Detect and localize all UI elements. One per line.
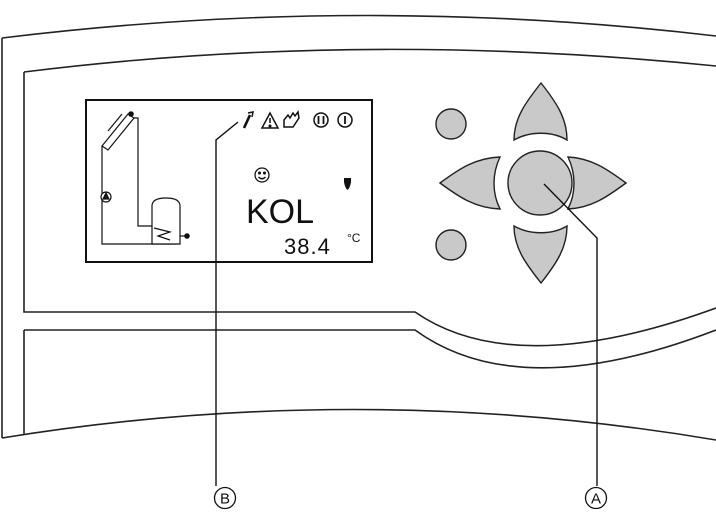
round-button-lower[interactable] — [435, 229, 467, 261]
housing-outer-edge — [1, 14, 716, 39]
storage-tank-icon — [151, 197, 181, 245]
hand-icon — [283, 110, 300, 128]
status-icon-row — [242, 110, 353, 129]
pause-icon — [313, 112, 329, 128]
solar-system-schematic — [100, 111, 190, 245]
power-icon — [337, 112, 353, 128]
up-key[interactable] — [513, 81, 568, 142]
leader-line-a — [543, 183, 598, 486]
temperature-unit: °C — [347, 231, 361, 245]
callout-b: B — [213, 486, 237, 510]
round-button-upper[interactable] — [435, 108, 467, 140]
callout-b-label: B — [220, 491, 230, 508]
callout-a-label: A — [591, 491, 601, 508]
wrench-icon — [242, 111, 254, 129]
down-key[interactable] — [513, 224, 568, 285]
shield-icon — [344, 178, 351, 190]
collector-sensor-dot — [128, 111, 134, 117]
warning-icon — [260, 111, 280, 129]
housing — [1, 14, 716, 441]
mode-label: KOL — [246, 193, 314, 231]
smiley-icon — [254, 167, 270, 183]
left-key[interactable] — [438, 156, 502, 210]
housing-bottom-curve — [1, 408, 716, 441]
lcd-frame — [85, 99, 373, 263]
leader-line-b — [215, 121, 239, 486]
lower-panel — [23, 329, 716, 434]
tank-sensor-dot — [184, 233, 190, 239]
lcd-display: KOL 38.4 °C — [85, 99, 373, 263]
callout-a: A — [584, 486, 608, 510]
leader-lines — [215, 121, 598, 486]
ok-key[interactable] — [507, 150, 573, 216]
upper-panel — [23, 48, 716, 347]
navigation-pad — [438, 81, 628, 285]
right-key[interactable] — [566, 156, 628, 210]
temperature-readout: 38.4 — [284, 234, 331, 259]
